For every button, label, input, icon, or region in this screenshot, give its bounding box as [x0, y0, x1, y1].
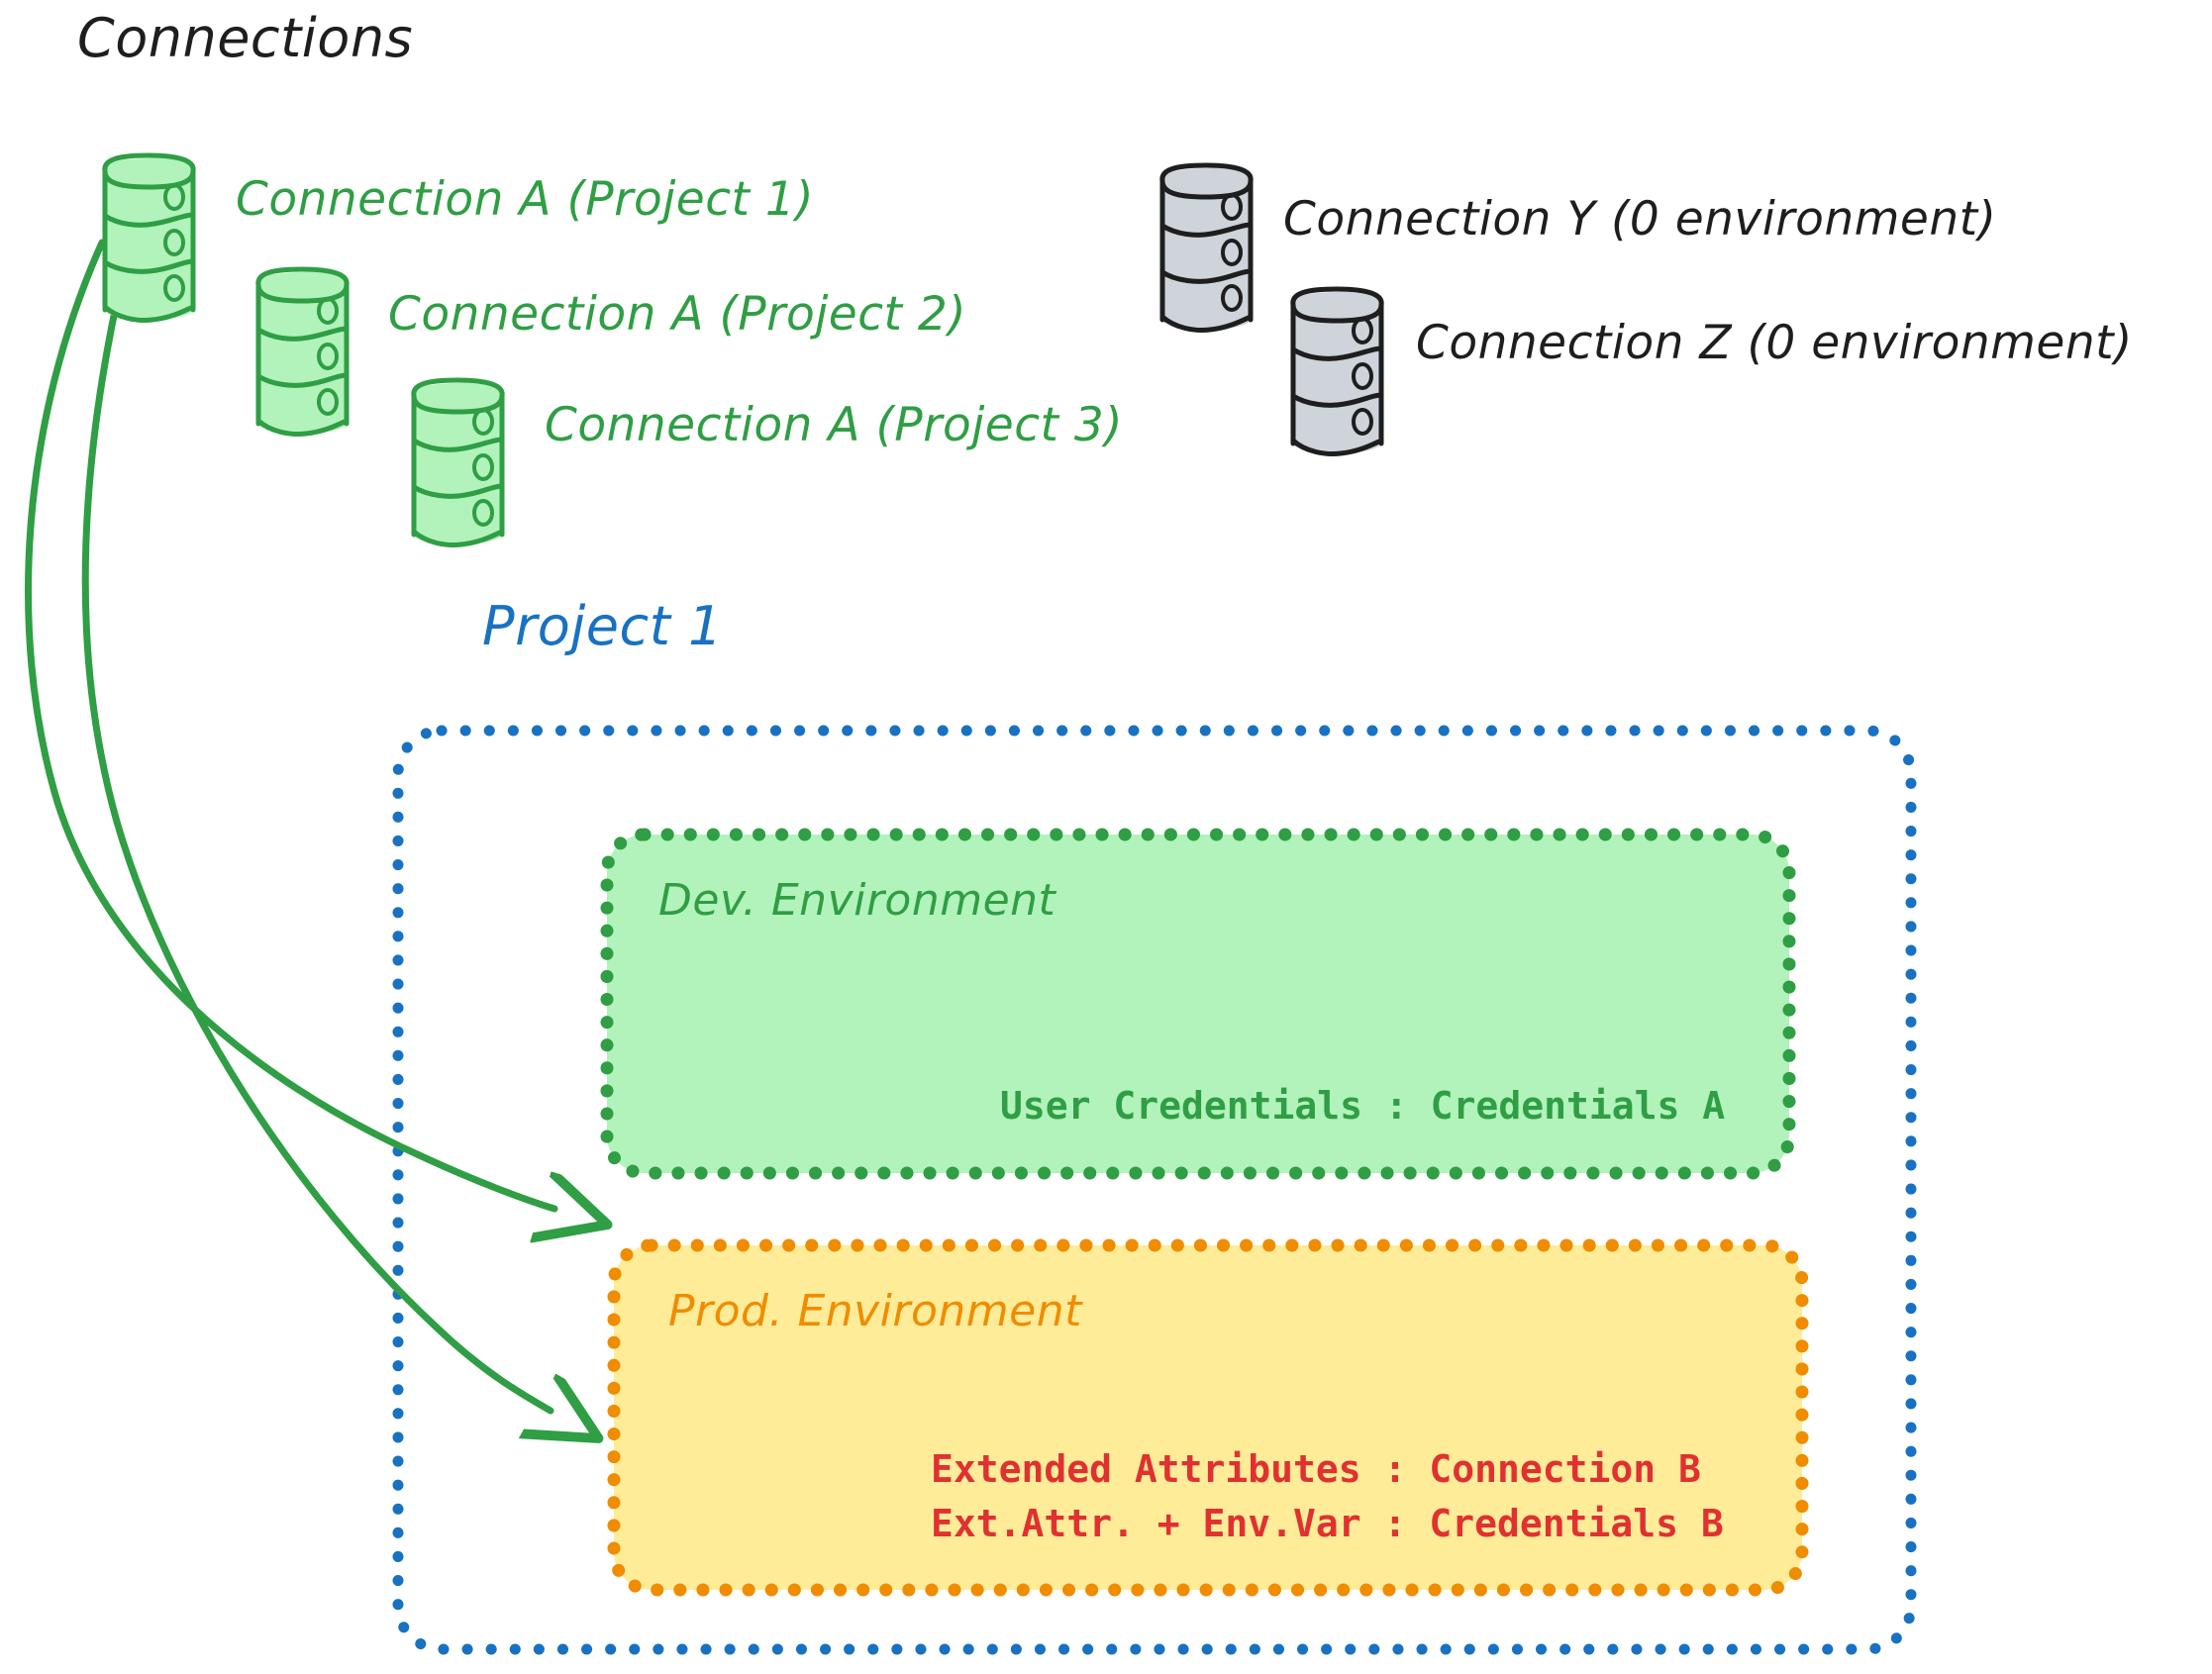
connection-label-y: Connection Y (0 environment) — [1283, 192, 1997, 246]
connection-arrow-to-dev — [25, 239, 554, 1209]
page-title: Connections — [77, 7, 414, 69]
database-icon-connection-a-project-3 — [411, 377, 505, 547]
project-container-border — [392, 725, 1917, 1655]
connection-label-a-project-1: Connection A (Project 1) — [236, 172, 815, 227]
connection-label-a-project-2: Connection A (Project 2) — [388, 287, 967, 342]
database-icon-connection-z — [1290, 286, 1384, 456]
dev-environment-title: Dev. Environment — [658, 875, 1056, 926]
database-icon-connection-y — [1159, 162, 1254, 333]
connection-label-z: Connection Z (0 environment) — [1416, 316, 2133, 370]
connection-label-a-project-3: Connection A (Project 3) — [545, 398, 1124, 452]
dev-environment-credentials-line: User Credentials : Credentials A — [1000, 1084, 1726, 1128]
prod-environment-box — [607, 1238, 1809, 1597]
prod-environment-credentials-line: Ext.Attr. + Env.Var : Credentials B — [931, 1502, 1724, 1545]
prod-environment-title: Prod. Environment — [668, 1286, 1082, 1336]
prod-environment-attributes-line: Extended Attributes : Connection B — [931, 1447, 1701, 1491]
database-icon-connection-a-project-1 — [102, 152, 196, 323]
project-title: Project 1 — [482, 595, 723, 657]
dev-environment-box — [600, 828, 1796, 1180]
connection-arrow-to-prod — [81, 270, 551, 1411]
database-icon-connection-a-project-2 — [255, 266, 350, 437]
